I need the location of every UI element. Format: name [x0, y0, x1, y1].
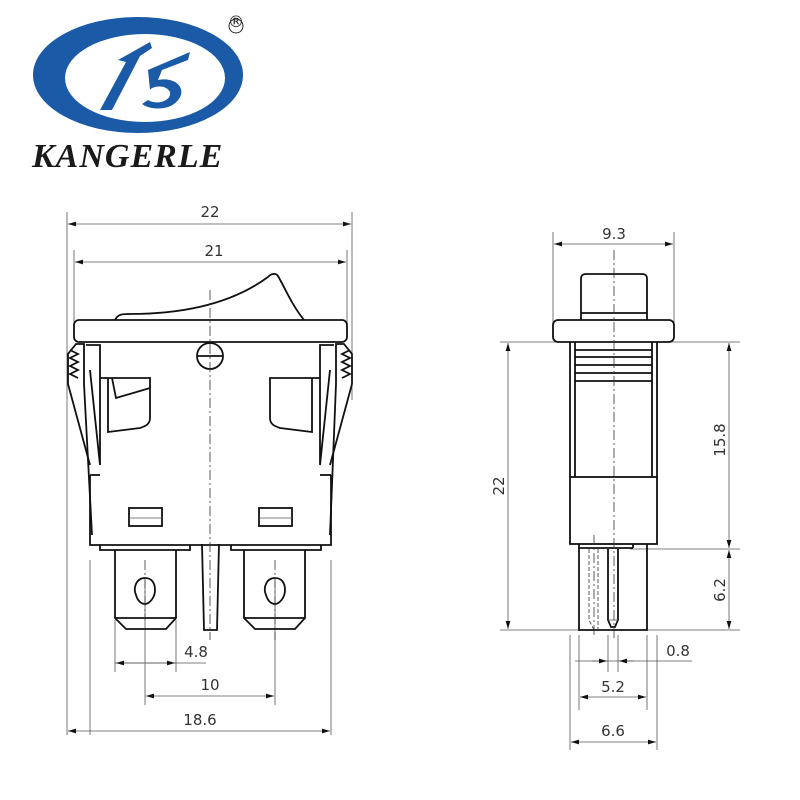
terminal-left	[114, 550, 177, 630]
bezel	[73, 319, 348, 343]
dim-body-width: 18.6	[183, 711, 216, 729]
dim-body-height: 15.8	[711, 423, 729, 456]
registered-trademark: ®	[228, 12, 244, 31]
bezel-side	[552, 319, 675, 343]
dim-body-depth: 6.6	[601, 722, 625, 740]
terminal-side	[607, 549, 619, 628]
dim-terminal-span: 5.2	[601, 678, 625, 696]
switch-body	[89, 475, 332, 546]
slot-left	[128, 507, 163, 527]
dim-terminal-pitch: 10	[200, 676, 219, 694]
body-side	[569, 476, 658, 545]
dim-overall-height: 22	[490, 476, 508, 495]
dim-terminal-thickness: 0.8	[666, 642, 690, 660]
side-view: 9.3 22 15.8 6.2 0.8 5.2 6.6	[490, 225, 740, 750]
rocker-actuator	[114, 272, 305, 321]
brand-name: KANGERLE	[32, 138, 224, 175]
front-view: 22 21 4.8 10 18.6	[66, 203, 353, 735]
terminal-center	[201, 543, 220, 631]
dim-bezel-width: 21	[204, 242, 223, 260]
slot-right	[258, 507, 293, 527]
dim-overall-width: 22	[200, 203, 219, 221]
dim-terminal-width: 4.8	[184, 643, 208, 661]
dim-terminal-length: 6.2	[711, 578, 729, 602]
dim-bezel-depth: 9.3	[602, 225, 626, 243]
kangerle-logo	[33, 17, 244, 133]
